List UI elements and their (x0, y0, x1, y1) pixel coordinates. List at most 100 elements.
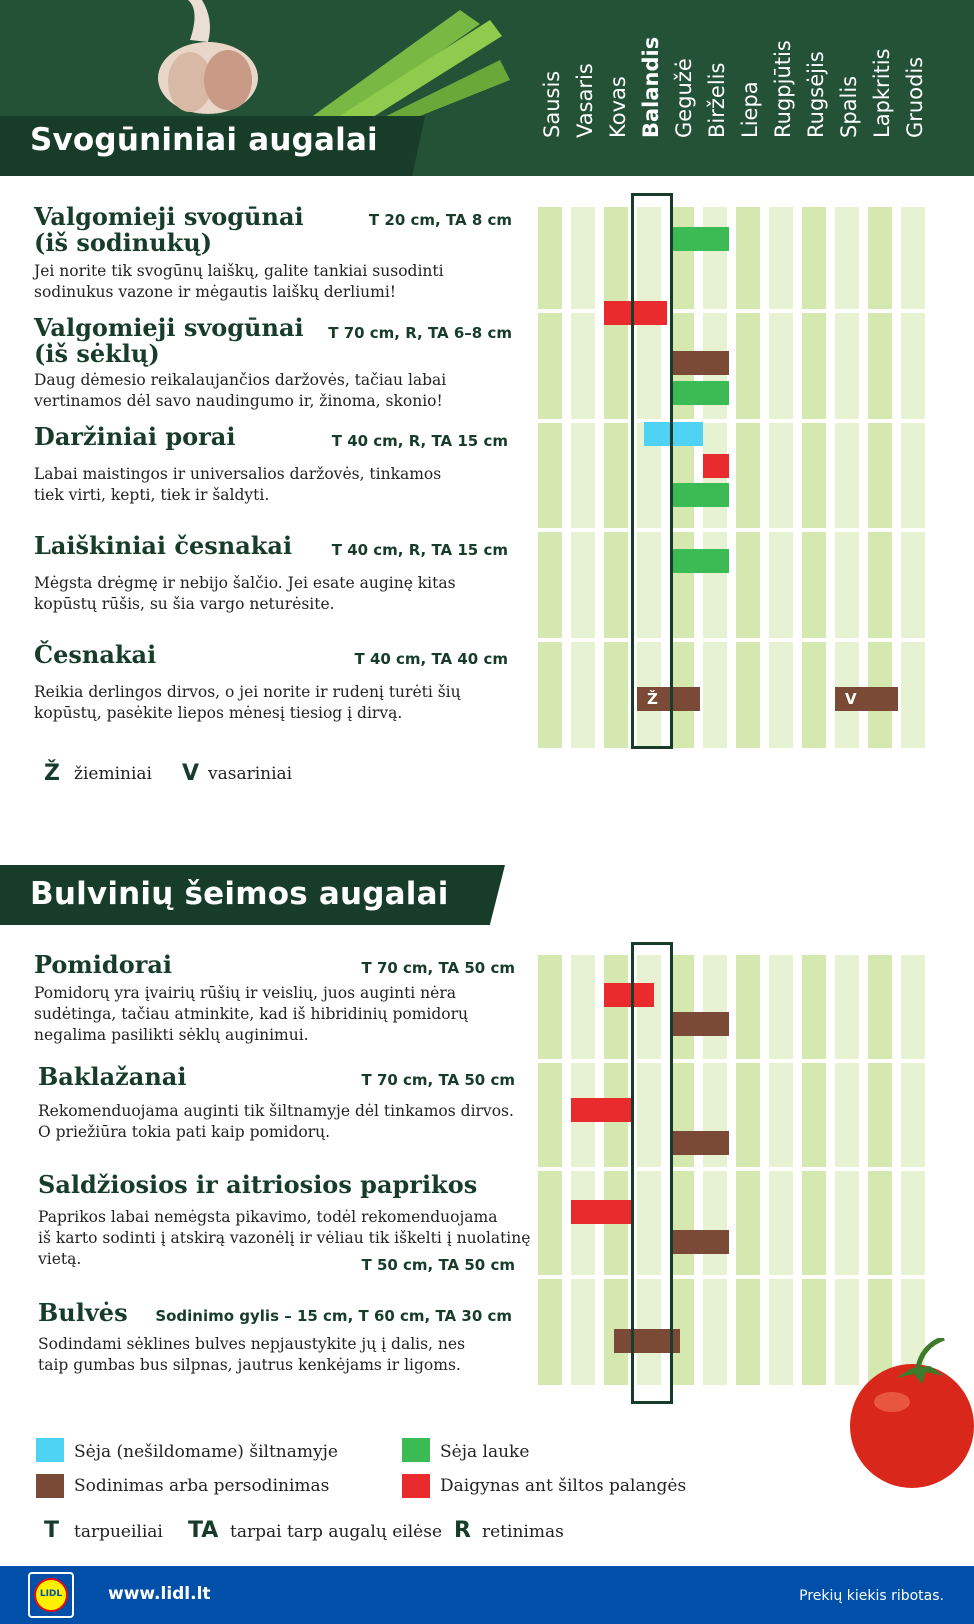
crop-name-line2: (iš sėklų) (34, 339, 160, 368)
grid-cell (769, 313, 793, 419)
month-label: Rugpjūtis (771, 40, 795, 138)
grid-cell (835, 207, 859, 309)
grid-cell (703, 642, 727, 748)
grid-cell (868, 955, 892, 1059)
crop-spec: T 40 cm, R, TA 15 cm (331, 432, 508, 450)
grid-cell (571, 207, 595, 309)
grid-cell (901, 955, 925, 1059)
logo-text: LIDL (39, 1589, 63, 1599)
grid-cell (769, 1279, 793, 1385)
month-6: Birželis (699, 0, 729, 176)
section2-calendar-grid (538, 942, 934, 1404)
grid-cell (868, 313, 892, 419)
grid-cell (703, 532, 727, 638)
grid-cell (637, 532, 661, 638)
grid-cell (538, 642, 562, 748)
grid-cell (637, 955, 661, 1059)
crop-desc: Labai maistingos ir universalios daržovė… (34, 465, 442, 483)
grid-cell (736, 532, 760, 638)
grid-cell (835, 1171, 859, 1275)
crop-name: Pomidorai (34, 950, 173, 979)
greenhouse-swatch (36, 1438, 64, 1462)
website-link[interactable]: www.lidl.lt (108, 1584, 211, 1604)
current-month-highlight (631, 193, 673, 749)
title-banner (0, 116, 425, 176)
crop-desc: Paprikos labai nemėgsta pikavimo, todėl … (38, 1208, 498, 1226)
outdoor-swatch (402, 1438, 430, 1462)
grid-cell (769, 1171, 793, 1275)
grid-cell (868, 207, 892, 309)
summer-label: vasariniai (208, 764, 293, 784)
grid-cell (802, 532, 826, 638)
grid-cell (802, 1171, 826, 1275)
schedule-bar-windowsill (571, 1200, 634, 1224)
grid-cell (604, 313, 628, 419)
crop-desc: kopūstų rūšis, su šia vargo neturėsite. (34, 595, 335, 613)
grid-cell (571, 313, 595, 419)
crop-name: Česnakai (34, 640, 157, 669)
month-10: Spalis (831, 0, 861, 176)
crop-desc: kopūstų, pasėkite liepos mėnesį tiesiog … (34, 704, 403, 722)
grid-cell (868, 423, 892, 528)
grid-cell (769, 532, 793, 638)
abbr-r-symbol: R (454, 1518, 471, 1543)
month-8: Rugpjūtis (765, 0, 795, 176)
month-2: Vasaris (567, 0, 597, 176)
grid-cell (901, 313, 925, 419)
grid-cell (802, 1279, 826, 1385)
grid-cell (835, 1279, 859, 1385)
grid-cell (769, 642, 793, 748)
abbr-t-symbol: T (44, 1518, 60, 1543)
month-12: Gruodis (897, 0, 927, 176)
month-label: Spalis (837, 75, 861, 138)
grid-cell (901, 642, 925, 748)
crop-spec: T 70 cm, TA 50 cm (361, 959, 515, 977)
grid-cell (769, 955, 793, 1059)
crop-spec: T 20 cm, TA 8 cm (368, 211, 512, 229)
grid-cell (736, 955, 760, 1059)
grid-cell (670, 532, 694, 638)
month-7: Liepa (732, 0, 762, 176)
month-label: Liepa (738, 81, 762, 138)
crop-desc: Sodindami sėklines bulves nepjaustykite … (38, 1335, 466, 1353)
schedule-bar-windowsill (571, 1098, 634, 1122)
summer-symbol: V (182, 761, 200, 786)
grid-cell (802, 207, 826, 309)
grid-cell (604, 532, 628, 638)
transplant-swatch (36, 1474, 64, 1498)
grid-cell (835, 532, 859, 638)
crop-desc: Pomidorų yra įvairių rūšių ir veislių, j… (34, 984, 456, 1002)
month-1: Sausis (534, 0, 564, 176)
abbr-ta-label: tarpai tarp augalų eilėse (230, 1522, 443, 1542)
grid-cell (802, 955, 826, 1059)
grid-cell (571, 532, 595, 638)
grid-cell (769, 1063, 793, 1167)
schedule-bar-windowsill (604, 301, 667, 325)
schedule-bar-greenhouse (643, 422, 703, 446)
month-label: Gruodis (903, 56, 927, 138)
grid-cell (736, 1171, 760, 1275)
month-5: Gegužė (666, 0, 696, 176)
grid-cell (703, 207, 727, 309)
crop-spec: T 50 cm, TA 50 cm (361, 1256, 515, 1274)
schedule-bar-transplant: V (835, 687, 898, 711)
schedule-bar-outdoor (670, 483, 730, 507)
section2-banner (0, 865, 505, 925)
crop-name: Daržiniai porai (34, 422, 236, 451)
current-month-highlight (631, 942, 673, 1404)
crop-name: Bulvės (38, 1298, 128, 1327)
grid-cell (604, 642, 628, 748)
winter-label: žieminiai (74, 764, 152, 784)
grid-cell (736, 642, 760, 748)
grid-cell (703, 955, 727, 1059)
grid-cell (736, 1279, 760, 1385)
crop-desc: Rekomenduojama auginti tik šiltnamyje dė… (38, 1102, 514, 1120)
schedule-bar-outdoor (670, 381, 730, 405)
month-label: Gegužė (672, 58, 696, 138)
schedule-bar-transplant (670, 1230, 730, 1254)
section2-title: Bulvinių šeimos augalai (30, 876, 449, 912)
lidl-logo[interactable]: LIDL (28, 1572, 74, 1618)
grid-cell (703, 1279, 727, 1385)
garlic-onion-illustration (158, 0, 510, 120)
